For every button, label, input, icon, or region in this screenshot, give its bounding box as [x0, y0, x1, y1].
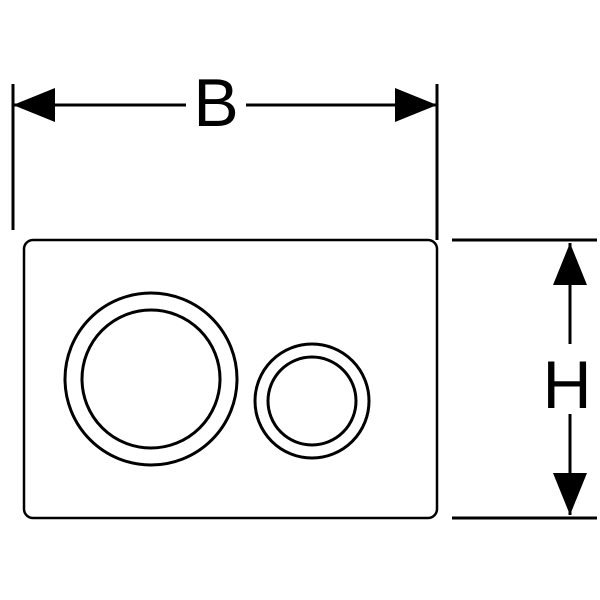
large-flush-button-inner-ring [80, 308, 222, 450]
arrowhead-right-icon [395, 88, 437, 122]
arrowhead-down-icon [553, 473, 587, 515]
height-label-mask [538, 344, 598, 414]
arrowhead-left-icon [13, 88, 55, 122]
small-flush-button-outer-ring [253, 342, 371, 460]
height-dimension-label: H [542, 347, 591, 423]
large-flush-button-outer-ring [63, 291, 239, 467]
flush-plate-outline [22, 238, 439, 520]
arrowhead-up-icon [553, 243, 587, 285]
width-label-mask [186, 66, 246, 132]
width-dimension-label: B [193, 65, 238, 141]
small-flush-button-inner-ring [266, 355, 358, 447]
